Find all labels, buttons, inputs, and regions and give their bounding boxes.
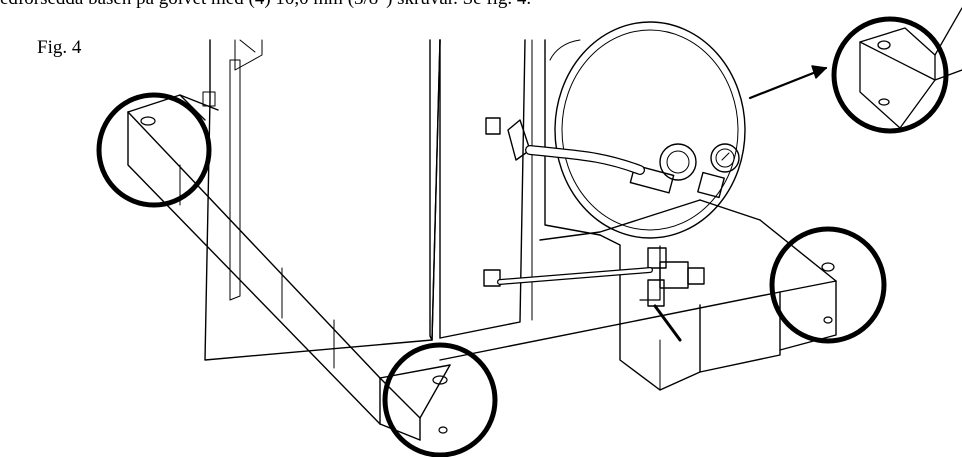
gauge-assembly — [629, 143, 740, 342]
air-tank — [544, 21, 746, 326]
callout-circle-front-left — [382, 342, 498, 457]
detail-inset — [859, 7, 962, 129]
arrow-icon — [748, 65, 828, 100]
callout-circle-front-right — [769, 226, 887, 344]
instruction-text: edförsedda basen på golvet med (4) 10,0 … — [0, 0, 531, 10]
callout-circles — [96, 16, 949, 457]
cabinet — [202, 39, 533, 361]
callout-circle-detail — [831, 16, 949, 134]
base-frame — [127, 94, 837, 441]
hoses — [483, 117, 653, 287]
figure-label: Fig. 4 — [37, 37, 82, 58]
mounting-holes — [140, 116, 835, 434]
callout-circle-rear-left — [96, 92, 212, 208]
